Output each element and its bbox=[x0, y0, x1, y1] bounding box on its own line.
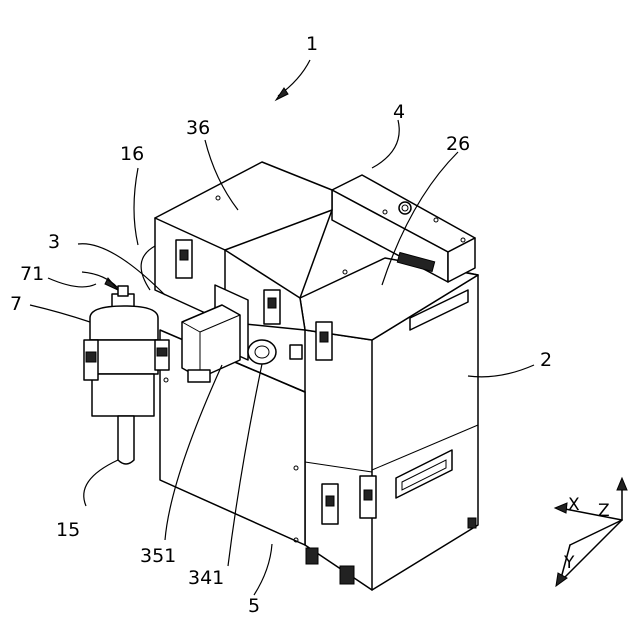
label-36: 36 bbox=[186, 117, 210, 139]
label-4: 4 bbox=[393, 101, 405, 123]
label-3: 3 bbox=[48, 231, 60, 253]
label-351: 351 bbox=[140, 545, 176, 567]
axis-y-label: Y bbox=[563, 553, 575, 573]
label-16: 16 bbox=[120, 143, 144, 165]
label-1: 1 bbox=[306, 33, 318, 55]
axes-triad: X Z Y bbox=[555, 478, 627, 586]
label-15: 15 bbox=[56, 519, 80, 541]
label-341: 341 bbox=[188, 567, 224, 589]
label-71: 71 bbox=[20, 263, 44, 285]
axis-z-label: Z bbox=[598, 501, 610, 521]
label-7: 7 bbox=[10, 293, 22, 315]
label-5: 5 bbox=[248, 595, 260, 617]
label-26: 26 bbox=[446, 133, 470, 155]
axis-x-label: X bbox=[568, 495, 580, 515]
label-2: 2 bbox=[540, 349, 552, 371]
